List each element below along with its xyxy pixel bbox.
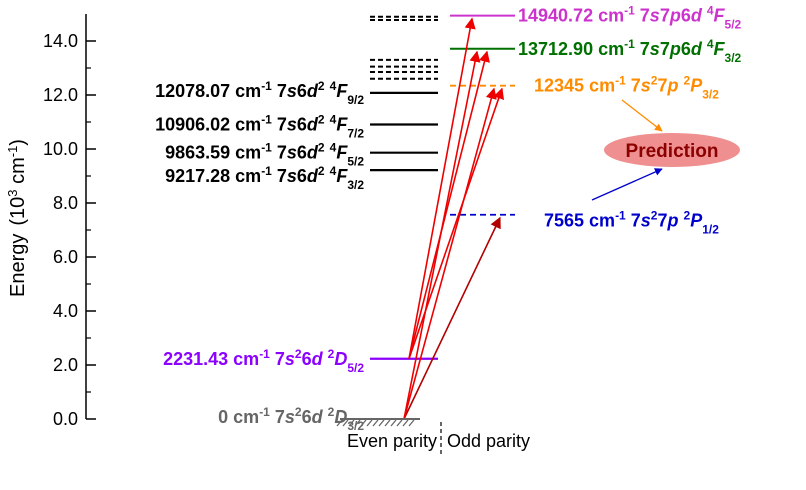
hatch-mark [408,419,415,427]
y-tick-label: 4.0 [53,301,78,321]
even-level-label: 9217.28 cm-1 7s6d2 4F3/2 [165,164,364,192]
even-parity-levels: 0 cm-1 7s26d 2D3/2 2231.43 cm-1 7s26d 2D5… [155,79,438,433]
transition-arrows [403,17,505,420]
y-tick-label: 10.0 [43,139,78,159]
odd-level-label: 13712.90 cm-1 7s7p6d 4F3/2 [518,37,742,65]
y-tick-label: 6.0 [53,247,78,267]
transition-arrow [403,87,497,420]
prediction-label: Prediction [626,141,719,162]
y-axis-unit-tail-exp: -1 [5,146,20,158]
ground-hatch [336,418,420,427]
transition-arrow [403,216,501,420]
even-level-label: 9863.59 cm-1 7s6d2 4F5/2 [165,141,364,169]
hatch-mark [372,419,379,427]
hatch-mark [360,419,367,427]
hatch-mark [384,419,391,427]
odd-level-label: 14940.72 cm-1 7s7p6d 4F5/2 [518,4,742,32]
y-tick-label: 14.0 [43,31,78,51]
prediction-arrow-orange [621,99,663,132]
y-axis-unit-close: ) [7,139,29,146]
prediction-callout: Prediction [591,99,740,201]
y-axis-unit-tail: cm [7,157,29,189]
hatch-mark [348,419,355,427]
hatch-mark [378,419,385,427]
y-tick-label: 12.0 [43,85,78,105]
prediction-arrow-blue [591,168,663,201]
transition-arrow [408,87,505,360]
hatch-mark [342,419,349,427]
even-level-label: 0 cm-1 7s26d 2D3/2 [218,405,364,433]
y-axis-title: Energy (103 cm-1) [5,139,30,297]
y-axis-ticks: 0.0 2.0 4.0 6.0 8.0 10.0 12.0 14.0 [43,31,96,429]
prediction-ellipse [604,133,740,167]
y-axis-label: Energy [7,234,29,297]
hatch-mark [366,419,373,427]
transition-arrow [408,17,476,359]
y-axis-unit-open: (10 [7,197,29,226]
odd-parity-levels: 13712.90 cm-1 7s7p6d 4F3/2 14940.72 cm-1 … [450,4,742,237]
y-tick-label: 2.0 [53,355,78,375]
hatch-mark [336,419,343,427]
y-tick-label: 8.0 [53,193,78,213]
even-parity-dashed-levels [370,15,438,80]
even-level-label: 10906.02 cm-1 7s6d2 4F7/2 [155,113,364,141]
even-level-label: 12078.07 cm-1 7s6d2 4F9/2 [155,79,364,107]
hatch-mark [354,419,361,427]
odd-parity-label: Odd parity [447,431,530,451]
odd-level-label: 7565 cm-1 7s27p 2P1/2 [544,209,719,237]
y-tick-label: 0.0 [53,409,78,429]
even-parity-label: Even parity [347,431,437,451]
even-level-label: 2231.43 cm-1 7s26d 2D5/2 [163,347,364,375]
y-axis-unit-exp: 3 [5,189,20,196]
transition-arrow [408,50,490,359]
hatch-mark [402,419,409,427]
hatch-mark [396,419,403,427]
hatch-mark [390,419,397,427]
odd-level-label: 12345 cm-1 7s27p 2P3/2 [534,74,719,102]
